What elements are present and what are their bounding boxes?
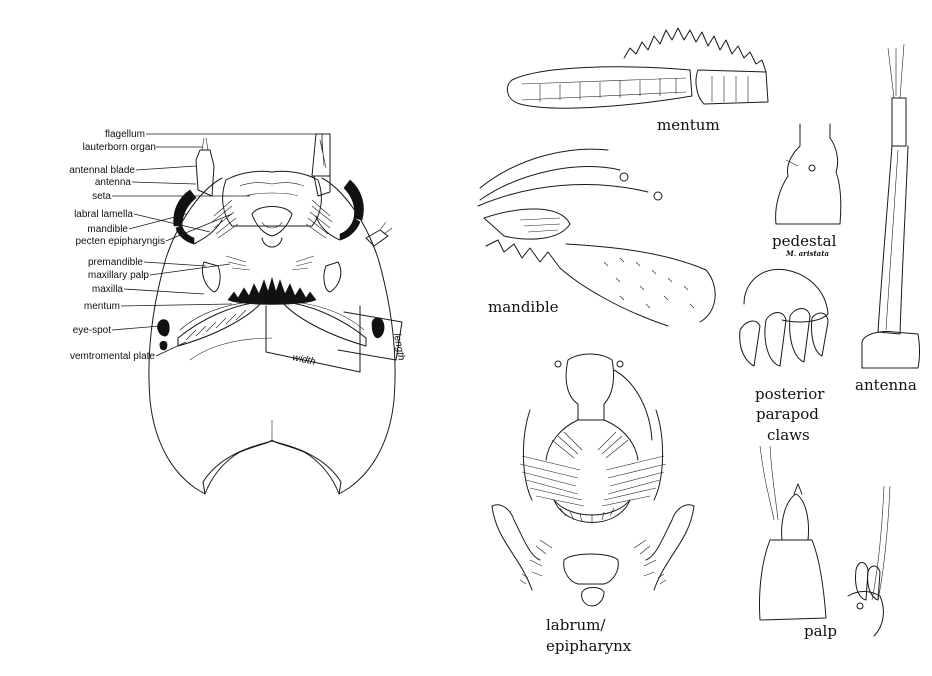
label-antennal-blade: antennal blade [69,165,135,176]
label-pedestal: pedestal [772,232,837,250]
label-pecten-epipharyngis: pecten epipharyngis [75,236,165,247]
posterior-parapod-claws-drawing [739,268,829,367]
label-mentum-detail: mentum [657,116,720,134]
label-maxillary-palp: maxillary palp [88,270,150,281]
label-premandible: premandible [88,257,143,268]
label-antenna-detail: antenna [855,376,917,394]
label-length: length [391,333,407,362]
mentum-drawing [506,27,769,109]
label-maxilla: maxilla [92,284,124,295]
head-capsule-drawing [148,133,403,495]
label-mentum: mentum [84,301,120,312]
pedestal-drawing [775,123,842,225]
label-eye-spot: eye-spot [73,325,112,336]
label-flagellum: flagellum [105,129,145,140]
label-palp: palp [804,622,837,640]
label-parapod: parapod [756,405,819,423]
label-claws: claws [767,426,810,444]
labrum-epipharynx-drawing [491,353,695,607]
label-labrum: labrum/ [546,616,606,634]
label-labral-lamella: labral lamella [74,209,133,220]
label-posterior: posterior [755,385,825,403]
head-capsule-labels: flagellum lauterborn organ antennal blad… [69,129,406,368]
label-mandible: mandible [87,224,128,235]
label-mandible-detail: mandible [488,298,559,316]
label-width: width [291,352,317,368]
label-antenna: antenna [95,177,132,188]
label-epipharynx: epipharynx [546,637,632,655]
head-capsule-leader-lines [111,133,323,357]
palp-drawing [759,445,891,637]
label-ventromental-plate: vemtromental plate [70,351,155,362]
label-seta: seta [92,191,111,202]
label-pedestal-species: M. aristata [785,249,829,258]
antenna-drawing [861,43,920,369]
label-lauterborn-organ: lauterborn organ [83,142,156,153]
mandible-drawing [477,148,716,327]
